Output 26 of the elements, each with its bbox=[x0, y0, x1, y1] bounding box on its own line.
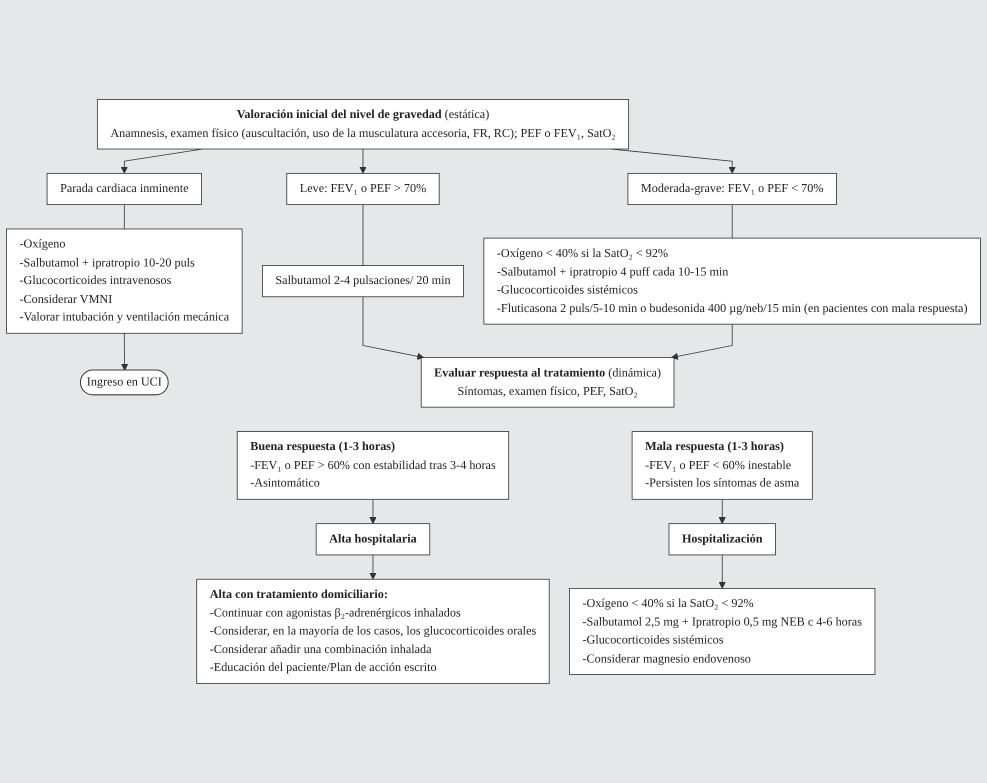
node-box: Alta hospitalaria bbox=[316, 523, 430, 556]
node-box: Moderada-grave: FEV₁ o PEF < 70% bbox=[628, 172, 837, 205]
arrow bbox=[120, 148, 204, 174]
arrow bbox=[121, 332, 128, 371]
node-box: -Oxígeno -Salbutamol + ipratropio 10-20 puls -Glucocorticoides intravenosos -Considerar VMNI -Valorar intubación y ventilación mecánica bbox=[6, 228, 243, 334]
node-box: Valoración inicial del nivel de gravedad (estática) Anamnesis, examen físico (auscultación, uso de la musculatura accesoria, FR, RC); PEF o FEV₁, SatO₂ bbox=[96, 99, 630, 150]
node-box: Mala respuesta (1-3 horas) -FEV₁ o PEF < 60% inestable -Persisten los síntomas de asma bbox=[632, 431, 813, 500]
node-box: Buena respuesta (1-3 horas) -FEV₁ o PEF > 60% con estabilidad tras 3-4 horas -Asintomático bbox=[236, 431, 510, 500]
node-box: Salbutamol 2-4 pulsaciones/ 20 min bbox=[262, 265, 464, 298]
node-box: Leve: FEV₁ o PEF > 70% bbox=[286, 172, 440, 205]
node-box: Hospitalización bbox=[668, 523, 776, 556]
node-box: Parada cardiaca inminente bbox=[46, 172, 202, 205]
arrow bbox=[718, 498, 726, 524]
connector bbox=[732, 204, 733, 238]
arrow bbox=[362, 296, 424, 360]
node-box: Alta con tratamiento domiciliario: -Continuar con agonistas β₂-adrenérgicos inhalados -Considerar, en la mayoría de los casos, los glucocorticoides orales -Considerar añadir una combinación inhalada -Educación del paciente/Plan de acción escrito bbox=[196, 578, 550, 684]
arrow bbox=[359, 148, 367, 174]
node-box: Evaluar respuesta al tratamiento (dinámica) Síntomas, examen físico, PEF, SatO₂ bbox=[420, 357, 674, 408]
connector bbox=[124, 204, 125, 230]
node-box: -Oxígeno < 40% si la SatO₂ < 92% -Salbutamol + ipratropio 4 puff cada 10-15 min -Glucocorticoides sistémicos -Fluticasona 2 puls/5-10 min o budesonida 400 µg/neb/15 min (en pacientes con mala respuesta) bbox=[483, 238, 981, 325]
arrow bbox=[369, 554, 377, 580]
arrow bbox=[671, 324, 733, 360]
arrow bbox=[369, 498, 377, 524]
connector bbox=[362, 204, 364, 266]
arrow bbox=[718, 554, 726, 589]
node-box: -Oxígeno < 40% si la SatO₂ < 92% -Salbutamol 2,5 mg + Ipratropio 0,5 mg NEB c 4-6 horas -Glucocorticoides sistémicos -Considerar magnesio endovenoso bbox=[569, 588, 876, 675]
